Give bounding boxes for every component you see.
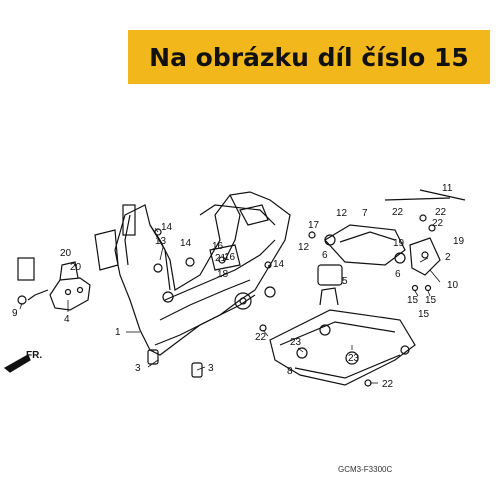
callout-label: 7 <box>362 208 368 219</box>
callout-label: 23 <box>290 337 302 348</box>
callout-label: 22 <box>255 332 267 343</box>
callout-label: 23 <box>348 353 360 364</box>
callout-label: 16 <box>224 252 236 263</box>
right-assembly <box>317 189 466 286</box>
callout-label: 19 <box>393 238 405 249</box>
callout-label: 17 <box>308 220 320 231</box>
diagram-code: GCM3-F3300C <box>338 465 392 474</box>
front-arrow-icon <box>3 354 31 373</box>
callout-label: 22 <box>382 379 394 390</box>
callout-label: 6 <box>395 269 401 280</box>
callout-label: 21 <box>215 253 227 264</box>
callout-label: 12 <box>298 242 310 253</box>
banner-text: Na obrázku díl číslo 15 <box>149 42 469 72</box>
callout-label: 16 <box>212 241 224 252</box>
callout-label: 10 <box>447 280 459 291</box>
lower-frame <box>269 287 416 386</box>
fasteners <box>147 214 436 387</box>
callout-label: 4 <box>64 314 70 325</box>
callout-label: 18 <box>217 269 229 280</box>
callout-label: 19 <box>453 236 465 247</box>
callout-label: 2 <box>445 252 451 263</box>
callout-label: 3 <box>208 363 214 374</box>
callout-label: 8 <box>287 366 293 377</box>
direction-label: FR. <box>26 350 42 361</box>
callout-label: 22 <box>435 207 447 218</box>
callout-labels: 1 2 3 3 4 5 6 6 7 8 9 10 11 12 12 13 14 … <box>12 183 465 390</box>
callout-label: 9 <box>12 308 18 319</box>
callout-label: 12 <box>336 208 348 219</box>
callout-label: 15 <box>407 295 419 306</box>
callout-label: 15 <box>418 309 430 320</box>
callout-label: 3 <box>135 363 141 374</box>
callout-label: 1 <box>115 327 121 338</box>
part-number-banner: Na obrázku díl číslo 15 <box>128 30 490 84</box>
callout-label: 14 <box>273 259 285 270</box>
callout-label: 14 <box>180 238 192 249</box>
callout-label: 14 <box>161 222 173 233</box>
callout-label: 11 <box>442 183 453 194</box>
left-bracket <box>17 257 91 311</box>
callout-label: 6 <box>322 250 328 261</box>
frame-body <box>94 191 291 356</box>
callout-label: 13 <box>155 236 167 247</box>
callout-label: 20 <box>70 262 82 273</box>
leader-lines <box>19 227 441 384</box>
callout-label: 20 <box>60 248 72 259</box>
callout-label: 22 <box>432 218 444 229</box>
callout-label: 15 <box>425 295 437 306</box>
callout-label: 22 <box>392 207 404 218</box>
callout-label: 5 <box>342 276 348 287</box>
